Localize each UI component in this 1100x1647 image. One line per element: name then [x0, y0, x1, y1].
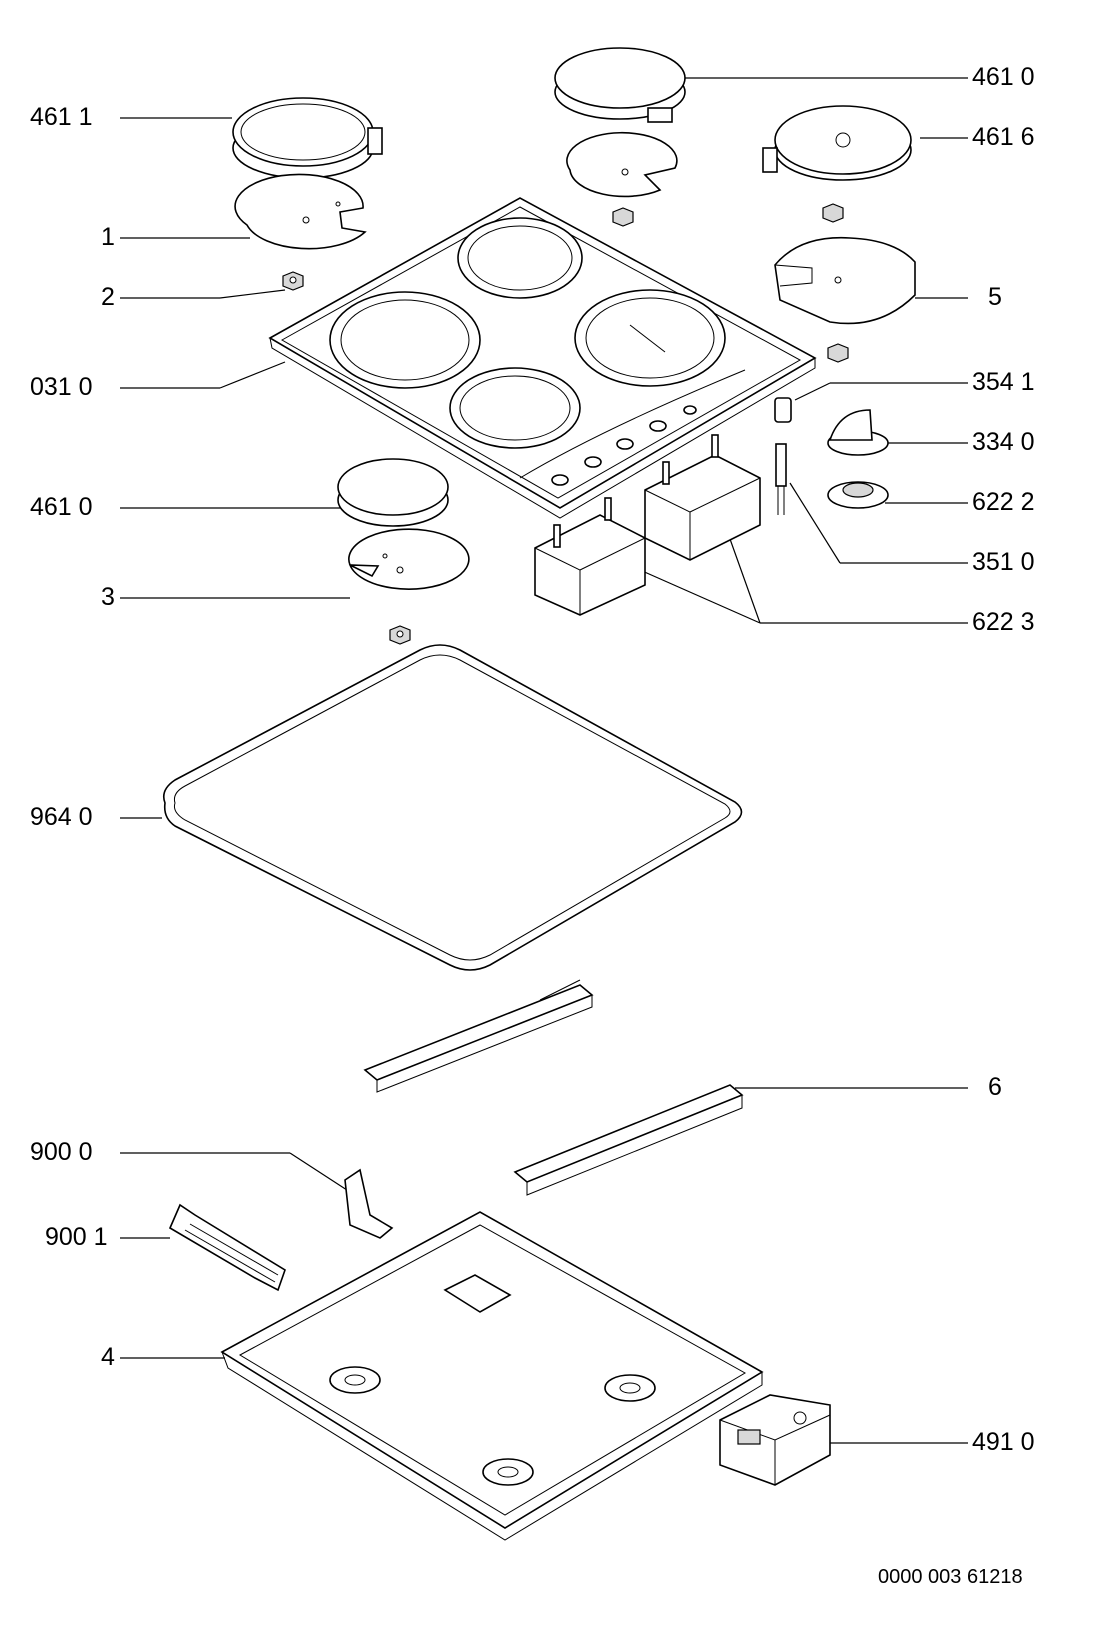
label-351-0: 351 0 — [972, 548, 1035, 576]
energy-regulators-622-3 — [534, 434, 761, 616]
seal-964-0 — [162, 644, 743, 971]
label-622-2: 622 2 — [972, 488, 1035, 516]
nut-top — [612, 207, 634, 227]
terminal-box-491-0 — [719, 1394, 831, 1486]
probe-351-0 — [775, 443, 787, 515]
control-knob-334-0 — [827, 409, 889, 456]
label-354-1: 354 1 — [972, 368, 1035, 396]
protection-disc-461-0 — [566, 131, 678, 198]
bracket-900-1 — [168, 1203, 286, 1292]
label-6: 6 — [988, 1073, 1002, 1101]
label-461-0-left: 461 0 — [30, 493, 93, 521]
document-number: 0000 003 61218 — [878, 1566, 1023, 1588]
label-2: 2 — [101, 283, 115, 311]
label-5: 5 — [988, 283, 1002, 311]
label-622-3: 622 3 — [972, 608, 1035, 636]
hotplate-461-0-left — [337, 458, 449, 527]
label-461-0-right: 461 0 — [972, 63, 1035, 91]
label-461-6: 461 6 — [972, 123, 1035, 151]
label-491-0: 491 0 — [972, 1428, 1035, 1456]
mounting-rail-6 — [513, 1084, 744, 1196]
label-461-1: 461 1 — [30, 103, 93, 131]
label-334-0: 334 0 — [972, 428, 1035, 456]
hotplate-461-6 — [762, 105, 912, 181]
protection-disc-3 — [348, 528, 470, 590]
nut-2 — [282, 271, 304, 291]
nut-3 — [389, 625, 411, 645]
knob-bezel-622-2 — [827, 481, 889, 509]
hotplate-461-0-right — [554, 47, 686, 123]
label-031-0: 031 0 — [30, 373, 93, 401]
label-3: 3 — [101, 583, 115, 611]
heat-shield-5 — [774, 236, 916, 325]
nut-461-6 — [822, 203, 844, 223]
nut-5 — [827, 343, 849, 363]
indicator-light-354-1 — [774, 397, 792, 423]
leader-lines — [120, 77, 968, 1444]
mounting-rail-upper — [363, 979, 594, 1093]
clip-900-0 — [344, 1168, 394, 1239]
hotplate-461-1 — [232, 97, 383, 179]
label-964-0: 964 0 — [30, 803, 93, 831]
label-900-0: 900 0 — [30, 1138, 93, 1166]
label-4: 4 — [101, 1343, 115, 1371]
hob-top-031-0 — [268, 197, 817, 519]
protection-disc-1 — [234, 173, 367, 250]
label-1: 1 — [101, 223, 115, 251]
bottom-pan-4 — [220, 1211, 764, 1541]
label-900-1: 900 1 — [45, 1223, 108, 1251]
